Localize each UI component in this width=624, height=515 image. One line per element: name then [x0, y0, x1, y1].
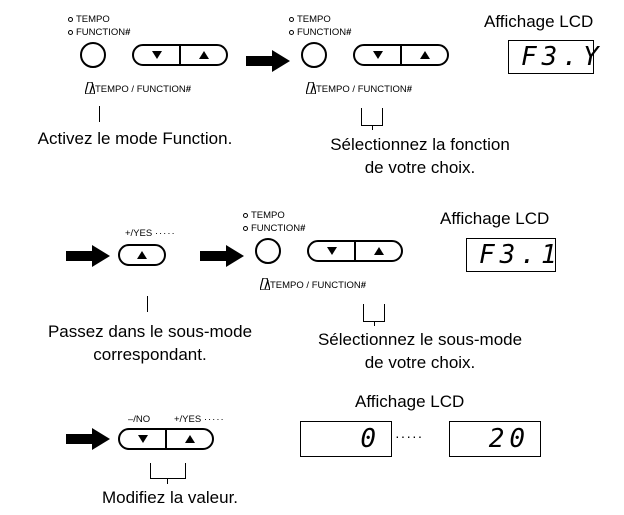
led-function-label: FUNCTION [76, 27, 126, 38]
lcd-title: Affichage LCD [355, 392, 465, 411]
metronome-icon [85, 82, 95, 94]
tempo-led-icon [289, 16, 294, 22]
down-button[interactable] [355, 46, 400, 64]
panel-b: TEMPO FUNCTION# TEMPO / FUNCTION# [289, 14, 459, 98]
led-tempo-row: TEMPO [68, 14, 110, 25]
metronome-icon [306, 82, 316, 94]
led-function-row: FUNCTION# [68, 27, 130, 38]
panel-a: TEMPO FUNCTION# TEMPO / FUNCTION# [68, 14, 238, 98]
yes-button[interactable] [118, 244, 166, 266]
lcd-display-from: 0 [300, 421, 392, 457]
led-tempo-row: TEMPO [289, 14, 331, 25]
function-led-icon [289, 29, 294, 35]
lcd-display-2: F3.1 [466, 238, 562, 272]
bracket-stem [167, 479, 169, 484]
led-tempo-row: TEMPO [243, 210, 285, 221]
up-button[interactable] [400, 46, 447, 64]
lcd-value-to: 20 [488, 424, 530, 454]
lcd-display-to: 20 [449, 421, 541, 457]
bracket-stem [372, 126, 374, 130]
up-button[interactable] [354, 242, 401, 260]
function-led-icon [243, 225, 248, 231]
down-triangle-icon [327, 247, 337, 255]
panel-c: TEMPO FUNCTION# TEMPO / FUNCTION# [243, 210, 413, 294]
caption-enter-submode-1: Passez dans le sous-mode [47, 322, 253, 341]
tempo-function-button[interactable] [301, 42, 327, 68]
yes-label: +/YES ····· [125, 228, 176, 239]
no-label: –/NO [128, 414, 151, 425]
up-triangle-icon [185, 435, 195, 443]
tempo-function-label: TEMPO / FUNCTION [270, 280, 361, 291]
tempo-function-label: TEMPO / FUNCTION [316, 84, 407, 95]
up-triangle-icon [374, 247, 384, 255]
led-function-label: FUNCTION [251, 223, 301, 234]
caption-enter-submode-2: correspondant. [93, 345, 207, 364]
tempo-function-label-row: TEMPO / FUNCTION# [85, 82, 191, 95]
tempo-function-label: TEMPO / FUNCTION [95, 84, 186, 95]
down-up-buttons [353, 44, 449, 66]
arrow-icon [200, 245, 244, 267]
arrow-icon [66, 245, 110, 267]
up-triangle-icon [199, 51, 209, 59]
function-led-icon [68, 29, 73, 35]
led-tempo-label: TEMPO [76, 14, 110, 25]
bracket-stem [374, 322, 376, 326]
lcd-value-from: 0 [360, 424, 381, 454]
down-up-buttons [307, 240, 403, 262]
caption-select-function-1: Sélectionnez la fonction [330, 135, 510, 154]
connector-line [99, 106, 101, 122]
down-button[interactable] [309, 242, 354, 260]
bracket [150, 463, 186, 479]
tempo-function-button[interactable] [80, 42, 106, 68]
tempo-function-label-row: TEMPO / FUNCTION# [260, 278, 366, 291]
down-triangle-icon [152, 51, 162, 59]
metronome-icon [260, 278, 270, 290]
lcd-title: Affichage LCD [440, 209, 550, 228]
up-button[interactable] [179, 46, 226, 64]
down-triangle-icon [138, 435, 148, 443]
bracket [363, 304, 385, 322]
up-button[interactable] [165, 430, 212, 448]
down-triangle-icon [373, 51, 383, 59]
tempo-led-icon [68, 16, 73, 22]
led-function-label: FUNCTION [297, 27, 347, 38]
down-button[interactable] [120, 430, 165, 448]
lcd-title: Affichage LCD [484, 12, 594, 31]
bracket [361, 108, 383, 126]
down-button[interactable] [134, 46, 179, 64]
up-button[interactable] [120, 246, 164, 264]
caption-modify-value: Modifiez la valeur. [101, 488, 239, 507]
caption-activate: Activez le mode Function. [37, 129, 233, 148]
tempo-function-label-row: TEMPO / FUNCTION# [306, 82, 412, 95]
led-function-row: FUNCTION# [243, 223, 305, 234]
arrow-icon [66, 428, 110, 450]
no-yes-buttons [118, 428, 214, 450]
lcd-value: F3.Y [521, 42, 604, 72]
up-triangle-icon [137, 251, 147, 259]
tempo-function-button[interactable] [255, 238, 281, 264]
lcd-value: F3.1 [479, 240, 562, 270]
led-tempo-label: TEMPO [251, 210, 285, 221]
arrow-icon [246, 50, 290, 72]
tempo-led-icon [243, 212, 248, 218]
led-tempo-label: TEMPO [297, 14, 331, 25]
caption-select-submode-1: Sélectionnez le sous-mode [317, 330, 523, 349]
caption-select-function-2: de votre choix. [364, 158, 476, 177]
connector-line [147, 296, 149, 312]
led-function-row: FUNCTION# [289, 27, 351, 38]
down-up-buttons [132, 44, 228, 66]
caption-select-submode-2: de votre choix. [364, 353, 476, 372]
up-triangle-icon [420, 51, 430, 59]
lcd-dots: ····· [395, 428, 424, 444]
lcd-display-1: F3.Y [508, 40, 604, 74]
yes-label: +/YES ····· [174, 414, 225, 425]
